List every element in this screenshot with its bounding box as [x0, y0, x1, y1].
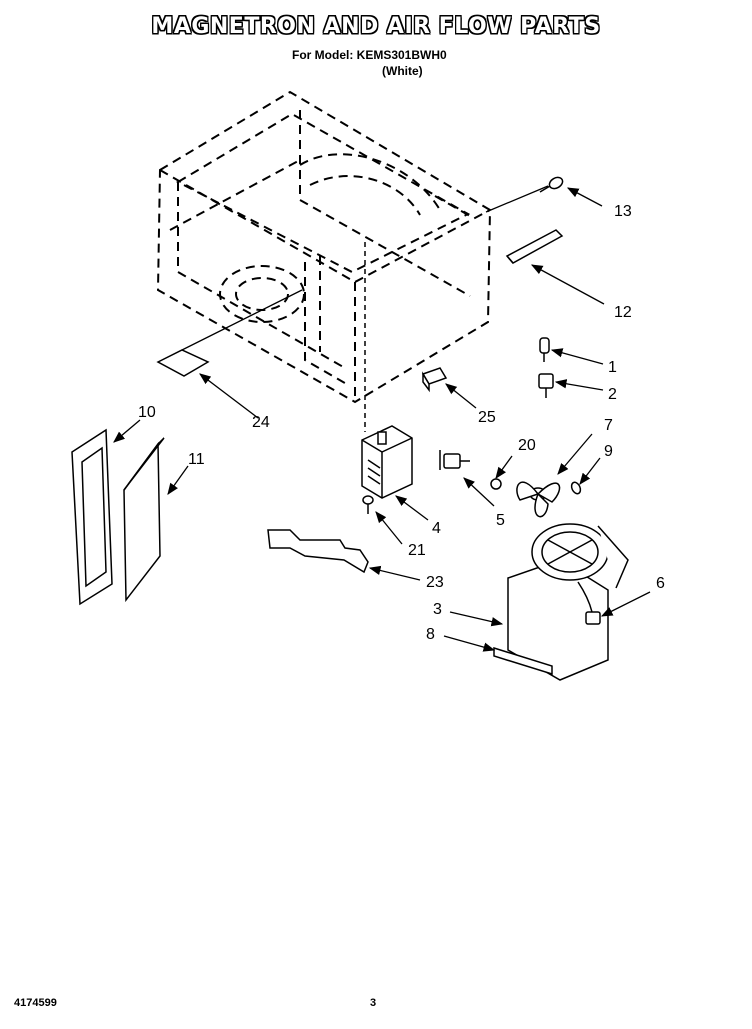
part-12-bar — [505, 229, 564, 264]
callout-2: 2 — [608, 386, 617, 403]
callout-12: 12 — [614, 304, 632, 321]
callout-11: 11 — [188, 451, 205, 468]
part-20-screw — [490, 478, 502, 490]
callout-1: 1 — [608, 359, 617, 376]
callout-9: 9 — [604, 443, 613, 460]
callout-23: 23 — [426, 574, 444, 591]
callout-21: 21 — [408, 542, 426, 559]
part-8-foam-strip — [493, 646, 553, 676]
part-2-fuse-holder — [538, 373, 554, 398]
callout-6: 6 — [656, 575, 665, 592]
part-1-fuse — [539, 337, 550, 362]
part-13-screw — [539, 176, 564, 193]
callout-4: 4 — [432, 520, 441, 537]
part-4-magnetron — [361, 242, 413, 499]
callout-20: 20 — [518, 437, 536, 454]
model-line: For Model: KEMS301BWH0 — [292, 48, 447, 62]
callout-3: 3 — [433, 601, 442, 618]
callout-7: 7 — [604, 417, 613, 434]
page-number: 3 — [370, 997, 377, 1009]
callout-5: 5 — [496, 512, 505, 529]
color-line: (White) — [382, 64, 423, 78]
callout-25: 25 — [478, 409, 496, 426]
callout-10: 10 — [138, 404, 156, 421]
part-24-cover — [156, 349, 210, 377]
part-3-air-duct — [507, 523, 629, 681]
part-11-panel — [123, 437, 165, 603]
part-5-switch — [439, 450, 470, 470]
callout-8: 8 — [426, 626, 435, 643]
part-25-block — [421, 367, 448, 393]
leader-lines — [113, 185, 651, 652]
document-number: 4174599 — [14, 997, 57, 1009]
diagram-title: MAGNETRON AND AIR FLOW PARTS — [151, 14, 601, 39]
callout-13: 13 — [614, 203, 632, 220]
part-6-motor — [577, 581, 601, 625]
part-21-screw — [362, 495, 374, 514]
part-10-frame — [71, 428, 113, 606]
part-9-screw — [570, 481, 582, 495]
part-7-fan-blade — [516, 481, 561, 518]
callout-24: 24 — [252, 414, 270, 431]
cavity-phantom — [156, 90, 492, 404]
part-23-baffle — [267, 529, 369, 574]
